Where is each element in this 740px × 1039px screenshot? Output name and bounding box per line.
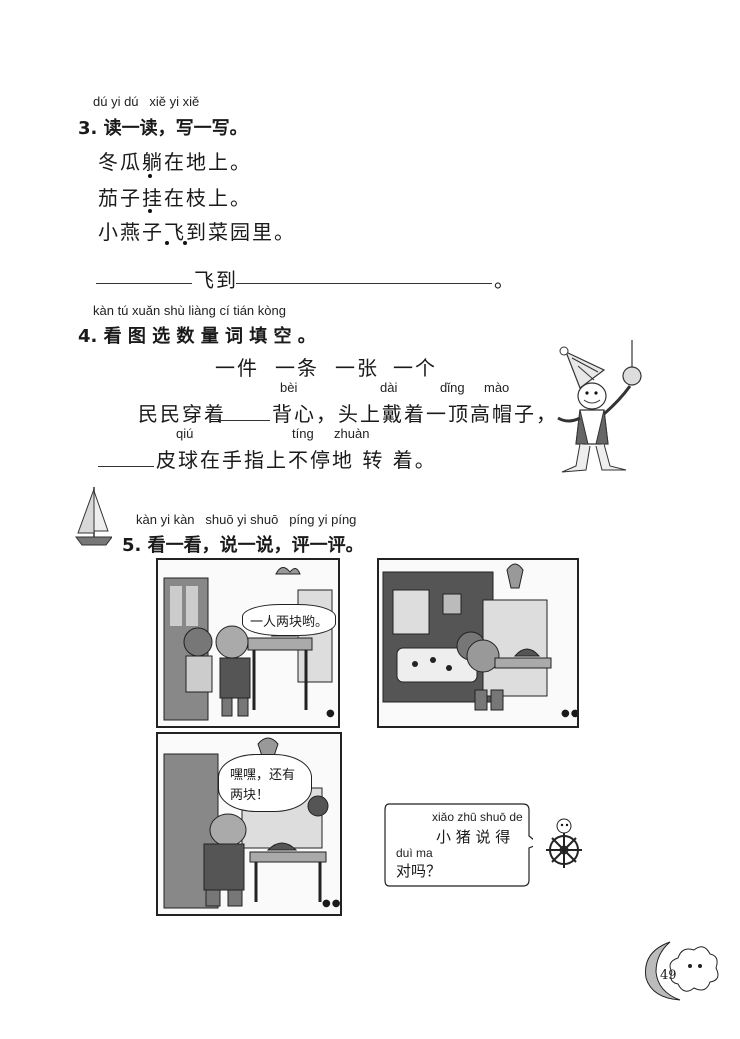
q3-blank-2[interactable] [236,283,492,284]
q4-blank-1[interactable] [218,420,270,421]
question-pinyin-1: xiǎo zhū shuō de [432,810,523,824]
emphasis-dot [165,241,169,245]
q3-pinyin: dú yi dú xiě yi xiě [93,94,200,109]
q5-title: 5. 看一看，说一说，评一评。 [122,535,364,556]
page-number: 49 [660,968,677,983]
emphasis-dot [183,241,187,245]
boy-illustration [557,340,642,473]
panel-3-bubble-text-1: 嘿嘿，还有 [230,768,296,783]
question-line-1: 小 猪 说 得 [436,828,511,846]
pinyin-ting: tíng [292,426,314,441]
panel-1-bubble-text: 一人两块哟。 [250,615,329,630]
q4-option-3: 一张 [335,356,379,380]
emphasis-dot [148,209,152,213]
q4-title: 4. 看 图 选 数 量 词 填 空 。 [78,326,316,347]
question-bubble [384,803,533,887]
question-pinyin-2: duì ma [396,846,433,860]
pinyin-qiu: qiú [176,426,194,441]
q4-option-1: 一件 [215,356,259,380]
comic-panel-3: 嘿嘿，还有 两块！ ●● [156,732,342,916]
q3-blank-end: 。 [494,268,516,292]
q4-sentence-1b: 背心，头上戴着一顶高帽子， [272,402,558,426]
ship-wheel-icon [546,818,582,868]
q4-sentence-2: 皮球在手指上不停地 转 着。 [156,448,437,472]
q3-line-1: 冬瓜躺在地上。 [98,150,252,174]
q3-line-2: 茄子挂在枝上。 [98,186,252,210]
q4-pinyin: kàn tú xuǎn shù liàng cí tián kòng [93,303,286,318]
pinyin-mao: mào [484,380,510,395]
emphasis-dot [148,174,152,178]
q4-option-2: 一条 [275,356,319,380]
q4-sentence-1a: 民民穿着 [138,402,226,426]
comic-panel-1: 一人两块哟。 ● [156,558,340,728]
q3-title: 3. 读一读，写一写。 [78,118,248,139]
q3-blank-word: 飞到 [194,268,238,292]
pinyin-bei: bèi [280,380,298,395]
panel-1-number-dots: ● [326,708,336,719]
pinyin-zhuan: zhuàn [334,426,370,441]
panel-1-speech-bubble [242,604,336,636]
q5-pinyin: kàn yi kàn shuō yi shuō píng yi píng [136,512,357,527]
comic-panel-2: ●● [377,558,579,728]
question-line-2: 对吗？ [396,862,442,880]
panel-3-bubble-text-2: 两块！ [230,788,270,803]
panel-2-drawing [382,563,552,711]
panel-3-number-dots: ●● [322,898,342,909]
panel-2-number-dots: ●● [561,708,579,719]
sailboat-icon [75,487,112,546]
panel-1-drawing [163,567,333,721]
moon-cloud-decoration [645,941,719,1001]
q3-blank-1[interactable] [96,283,192,284]
q4-blank-2[interactable] [98,466,154,467]
q3-line-3: 小燕子飞到菜园里。 [98,220,296,244]
q4-option-4: 一个 [393,356,437,380]
pinyin-dai: dài [380,380,398,395]
panel-3-speech-bubble [218,754,312,812]
pinyin-ding: dǐng [440,380,465,395]
